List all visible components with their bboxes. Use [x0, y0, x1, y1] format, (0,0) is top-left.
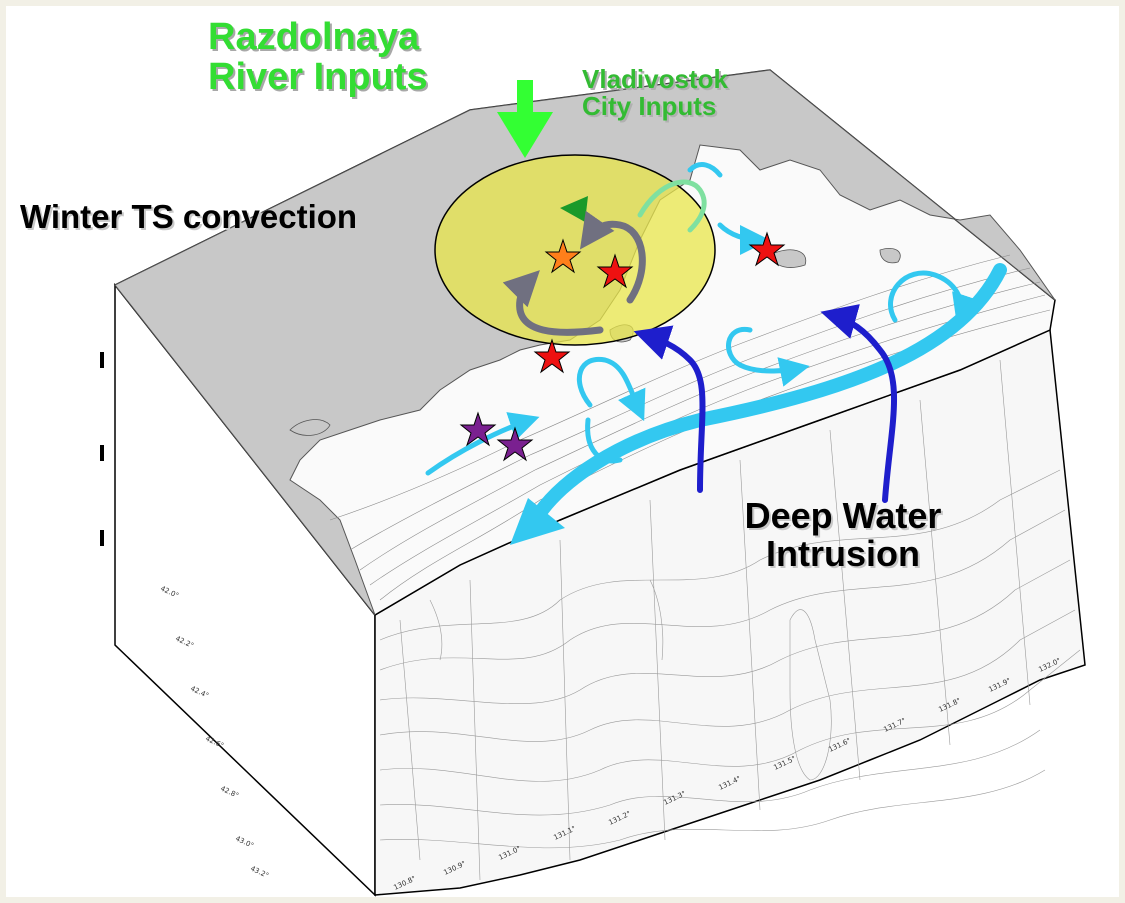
contour-lines	[379, 359, 1081, 881]
station-star-red	[596, 253, 634, 289]
river-inflow-arrow	[497, 80, 553, 158]
lat-tick-4: 42.8°	[219, 785, 240, 800]
river-inputs-label: Razdolnaya River Inputs	[208, 16, 428, 98]
station-star-purple	[459, 411, 497, 447]
lat-tick-6: 43.2°	[249, 865, 270, 880]
station-star-purple	[496, 426, 534, 462]
city-inputs-label: Vladivostok City Inputs	[582, 64, 728, 122]
station-markers	[459, 231, 786, 462]
station-star-orange	[544, 238, 582, 274]
deep-water-label: Deep Water Intrusion	[744, 495, 942, 574]
convection-label: Winter TS convection	[20, 198, 358, 235]
convection-arrows	[502, 210, 646, 336]
lat-tick-5: 43.0°	[234, 835, 255, 850]
city-cyan-arrows	[637, 162, 770, 255]
main-current-arrow	[528, 263, 1007, 527]
main-current-head	[510, 498, 565, 545]
deep-water-arrows	[633, 304, 897, 503]
station-star-red	[533, 338, 571, 374]
station-star-red	[748, 231, 786, 267]
gyre-arrows	[425, 270, 981, 476]
